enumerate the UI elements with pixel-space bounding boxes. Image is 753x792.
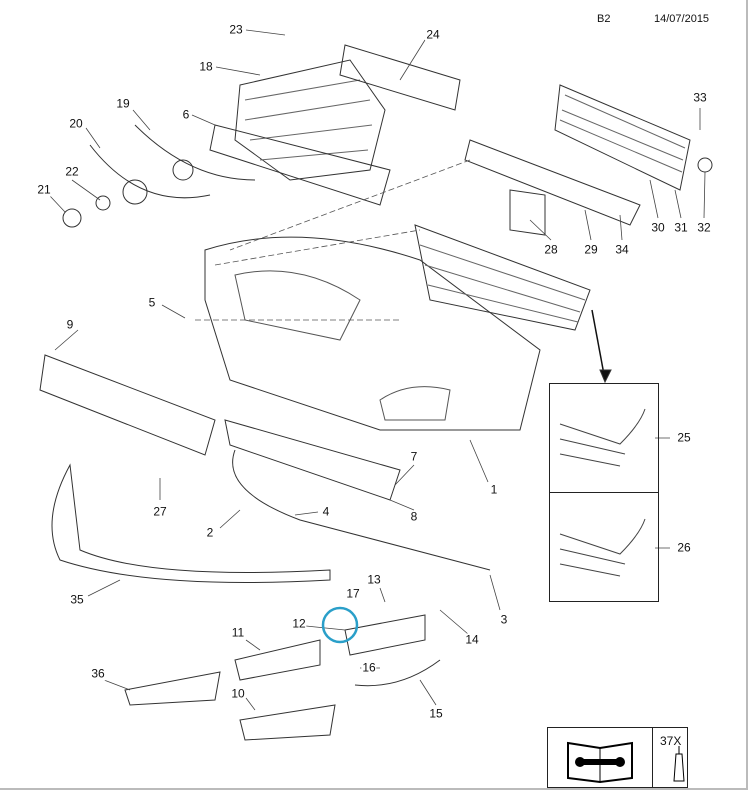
- fog-bezel-10: [239, 704, 336, 741]
- callout-11[interactable]: 11: [230, 625, 246, 640]
- underbody-shield-7: [224, 419, 401, 501]
- callout-35[interactable]: 35: [69, 592, 85, 607]
- callout-21[interactable]: 21: [36, 182, 52, 197]
- trim-15: [354, 659, 441, 687]
- spoiler-strip-2: [232, 449, 491, 571]
- bracket-29: [464, 139, 641, 226]
- callout-36[interactable]: 36: [90, 666, 106, 681]
- callout-24[interactable]: 24: [425, 27, 441, 42]
- legend-box: 37X: [547, 727, 688, 788]
- callout-3[interactable]: 3: [499, 612, 509, 627]
- callout-29[interactable]: 29: [583, 242, 599, 257]
- diagram-date: 14/07/2015: [654, 13, 710, 25]
- callout-32[interactable]: 32: [696, 220, 712, 235]
- callout-20[interactable]: 20: [68, 116, 84, 131]
- callout-17[interactable]: 17: [345, 586, 361, 601]
- callout-31[interactable]: 31: [673, 220, 689, 235]
- callout-13[interactable]: 13: [366, 572, 382, 587]
- callout-19[interactable]: 19: [115, 96, 131, 111]
- inset-divider: [550, 492, 658, 493]
- lower-grille-detail-drawings: [559, 408, 646, 577]
- detail-inset: [549, 383, 659, 602]
- emblem-21: [62, 208, 82, 228]
- callout-30[interactable]: 30: [650, 220, 666, 235]
- front-lip-35: [51, 463, 331, 583]
- callout-9[interactable]: 9: [65, 317, 75, 332]
- callout-6[interactable]: 6: [181, 107, 191, 122]
- section-code: B2: [597, 13, 611, 25]
- callout-18[interactable]: 18: [198, 59, 214, 74]
- callout-34[interactable]: 34: [614, 242, 630, 257]
- callout-33[interactable]: 33: [692, 90, 708, 105]
- callout-7[interactable]: 7: [409, 449, 419, 464]
- callout-4[interactable]: 4: [321, 504, 331, 519]
- highlight-circle: [321, 606, 359, 644]
- fog-bezel-12: [344, 614, 426, 656]
- callout-12[interactable]: 12: [291, 616, 307, 631]
- emblem-22: [95, 195, 111, 211]
- callout-28[interactable]: 28: [543, 242, 559, 257]
- callout-27[interactable]: 27: [152, 504, 168, 519]
- upper-grille: [234, 59, 386, 181]
- callout-8[interactable]: 8: [409, 509, 419, 524]
- callout-5[interactable]: 5: [147, 295, 157, 310]
- adhesive-code: 37X: [660, 734, 682, 748]
- fog-bezel-36: [124, 671, 221, 706]
- trim-panel-9: [39, 354, 216, 456]
- plate-28: [509, 189, 546, 236]
- air-shutter-31: [554, 84, 691, 191]
- callout-22[interactable]: 22: [64, 164, 80, 179]
- callout-1[interactable]: 1: [489, 482, 499, 497]
- callout-15[interactable]: 15: [428, 706, 444, 721]
- callout-10[interactable]: 10: [230, 686, 246, 701]
- front-bumper-1: [204, 236, 541, 431]
- callout-2[interactable]: 2: [205, 525, 215, 540]
- fog-bezel-11: [234, 639, 321, 681]
- trim-strip-20: [89, 144, 211, 199]
- trim-strip-19: [134, 124, 256, 181]
- callout-26[interactable]: 26: [676, 540, 692, 555]
- adhesive-tube-icon: [673, 746, 685, 782]
- callout-14[interactable]: 14: [464, 632, 480, 647]
- callout-16[interactable]: 16: [361, 660, 377, 675]
- lower-grille: [414, 224, 591, 331]
- repair-manual-icon: [567, 741, 633, 784]
- grille-insert-24: [339, 44, 461, 111]
- callout-23[interactable]: 23: [228, 22, 244, 37]
- legend-separator: [652, 728, 653, 787]
- support-bar-6: [209, 124, 391, 206]
- callout-25[interactable]: 25: [676, 430, 692, 445]
